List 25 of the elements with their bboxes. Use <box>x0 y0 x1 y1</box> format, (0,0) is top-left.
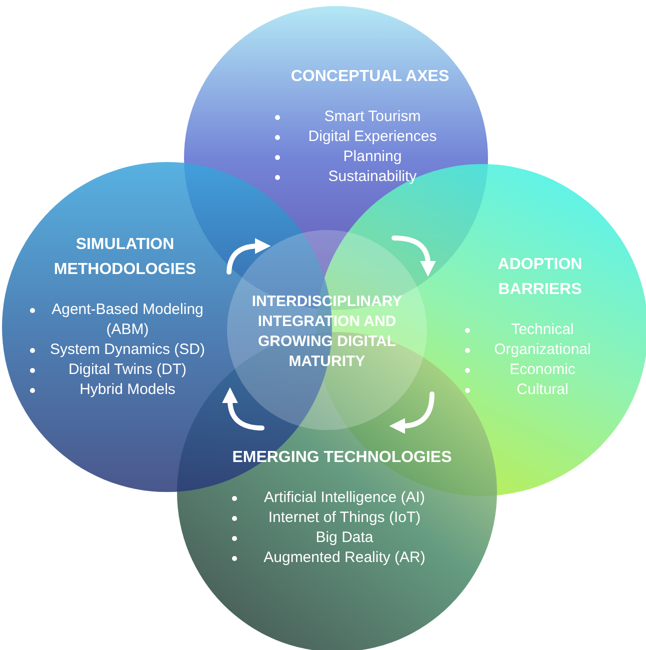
list-item-text: Organizational <box>493 340 592 360</box>
circle-heading: CONCEPTUAL AXES <box>290 67 450 87</box>
list-item-text: Artificial Intelligence (AI) <box>263 488 426 508</box>
list-item-text: Internet of Things (IoT) <box>267 508 422 528</box>
list-item-text: Cultural <box>516 380 570 400</box>
list-item-text: Digital Twins (DT) <box>67 360 188 380</box>
list-item-text: Sustainability <box>327 167 418 187</box>
center-circle <box>227 230 427 430</box>
list-item-text: Big Data <box>314 528 374 548</box>
list-item-text: Hybrid Models <box>78 380 176 400</box>
curved-arrow <box>222 387 264 430</box>
list-item-text: Smart Tourism <box>323 107 422 127</box>
curved-arrow <box>226 238 271 274</box>
list-item-text: Economic <box>508 360 576 380</box>
circle-heading: EMERGING TECHNOLOGIES <box>232 448 452 468</box>
circle-heading: SIMULATION METHODOLOGIES <box>52 235 198 280</box>
circle-heading: ADOPTION BARRIERS <box>496 255 584 300</box>
list-item-text: Technical <box>510 320 575 340</box>
list-item-text: Planning <box>342 147 403 167</box>
curved-arrow <box>392 236 436 277</box>
list-item-text: System Dynamics (SD) <box>48 340 206 360</box>
list-item-text: Augmented Reality (AR) <box>262 548 426 568</box>
list-item-text: Agent-Based Modeling (ABM) <box>50 300 204 340</box>
curved-arrow <box>389 392 434 434</box>
list-item-text: Digital Experiences <box>307 127 438 147</box>
